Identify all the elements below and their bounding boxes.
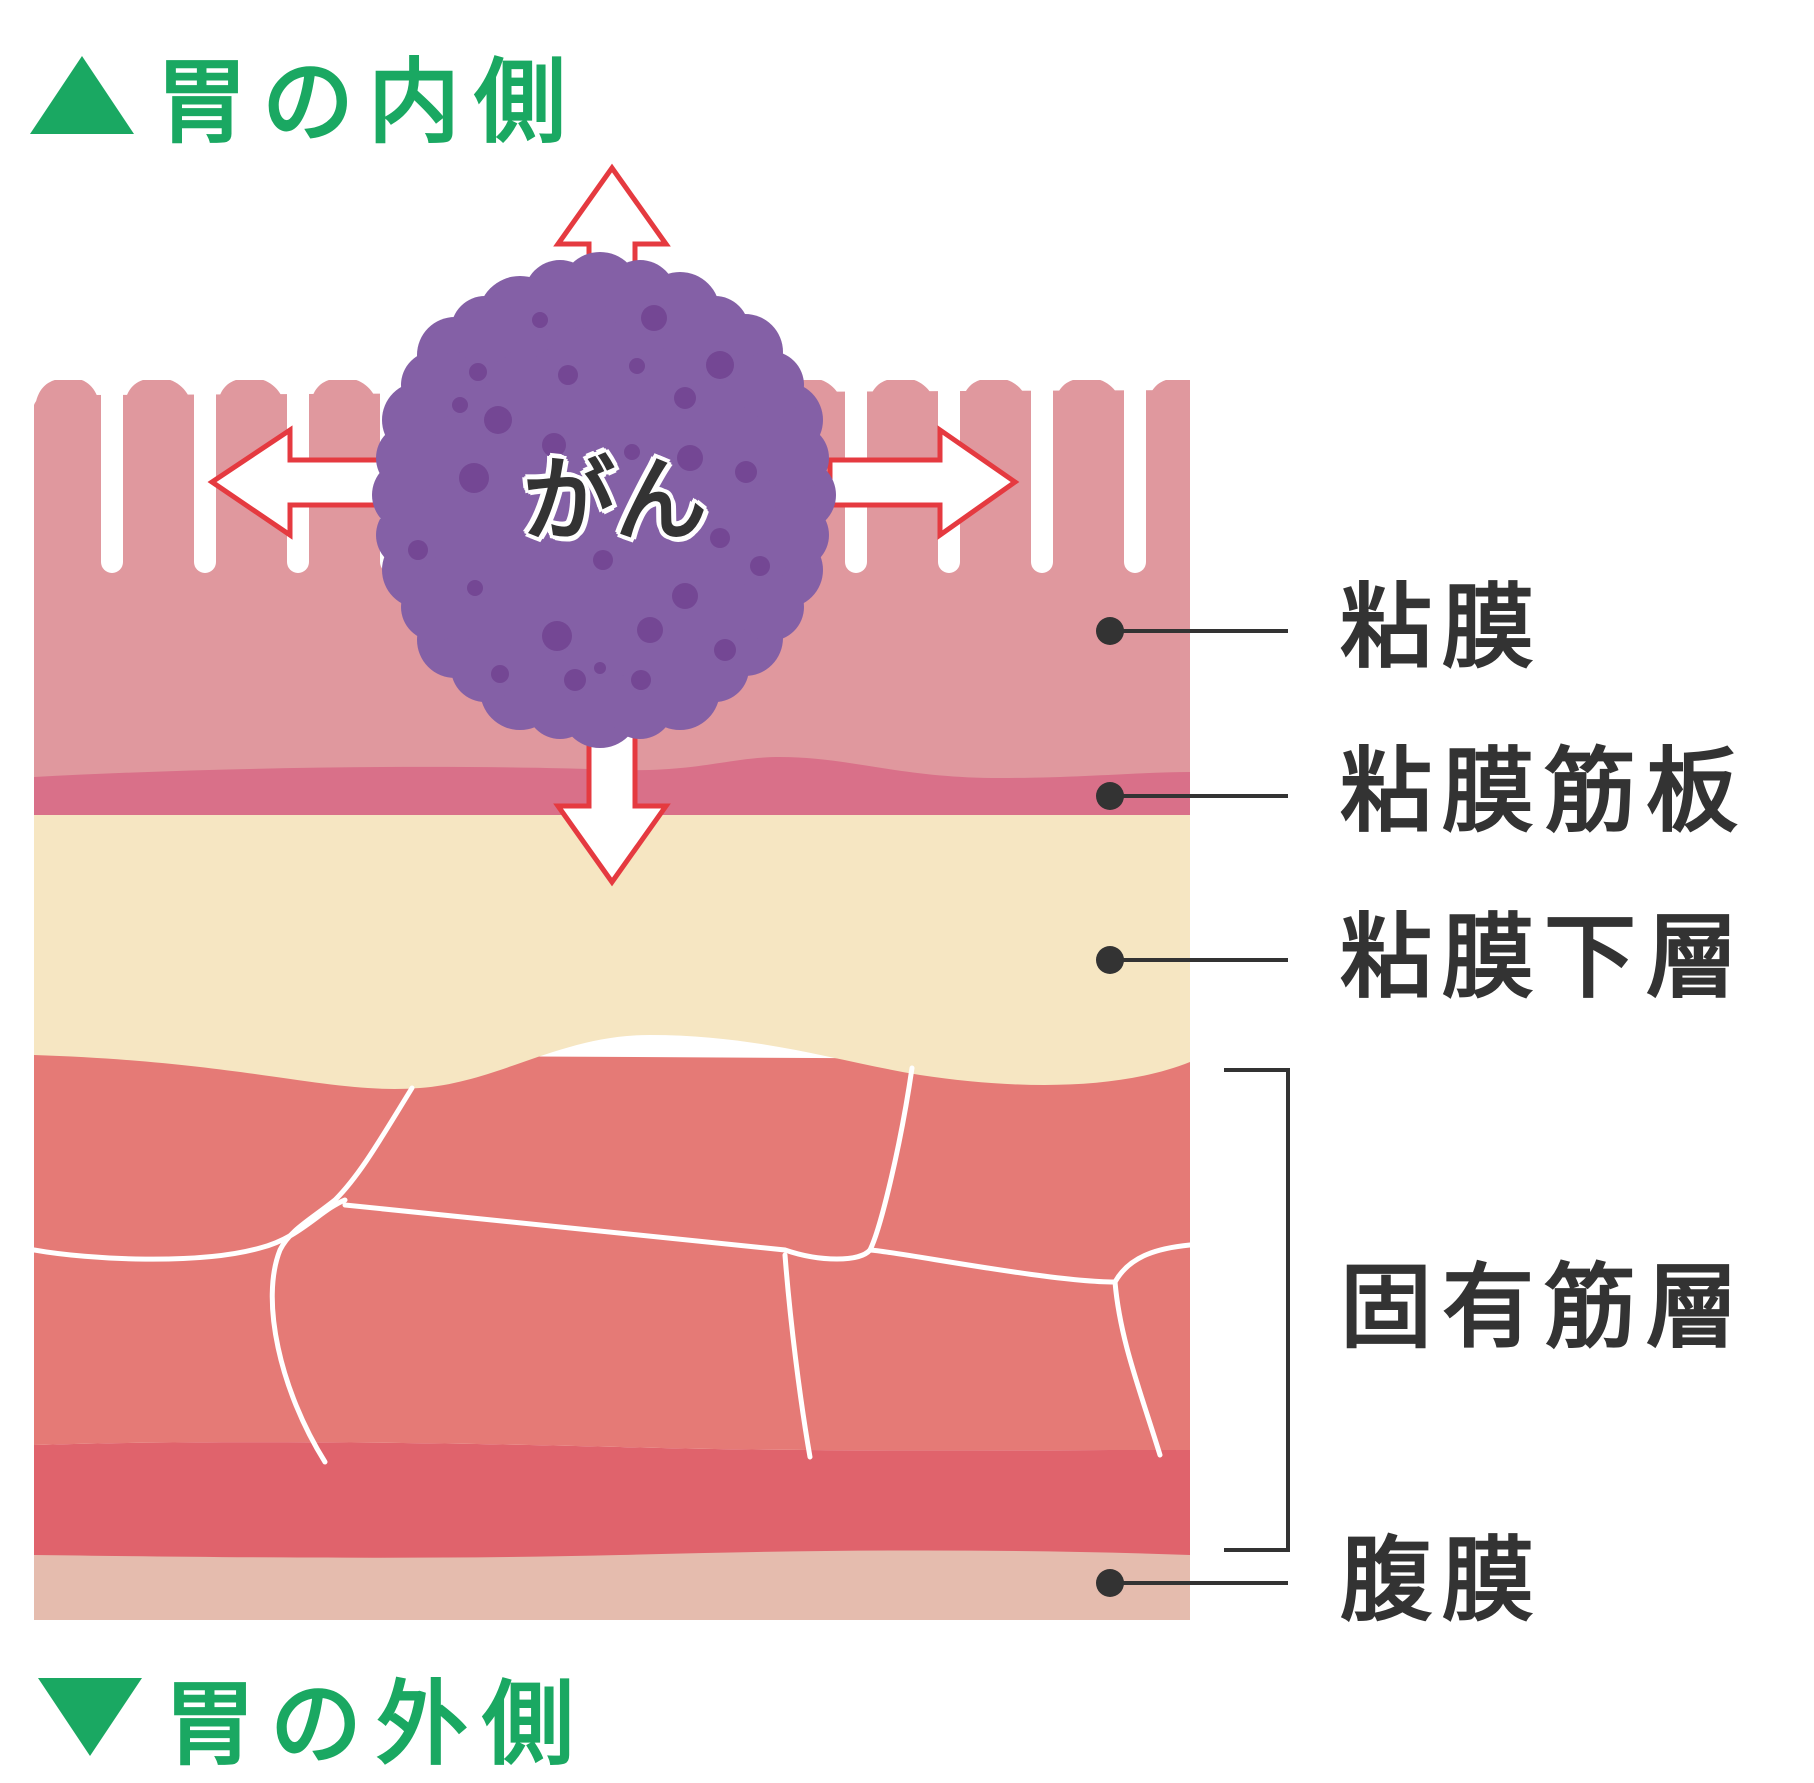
inner-side-label: 胃の内側	[30, 28, 580, 161]
outer-side-text: 胃の外側	[164, 1671, 589, 1778]
triangle-down-icon	[38, 1677, 142, 1756]
tumor	[372, 252, 836, 748]
muscularis-propria-layer	[34, 1047, 1190, 1451]
spread-arrows	[207, 163, 1020, 887]
submucosa-layer	[34, 812, 1190, 1089]
leader-lines	[1096, 617, 1290, 1597]
arrow-right-icon	[827, 425, 1020, 540]
muscle-cell-outlines	[34, 1065, 1190, 1465]
outer-side-label: 胃の外側	[30, 1650, 588, 1783]
muscularis-propria-bracket	[1224, 1068, 1290, 1552]
triangle-up-icon	[30, 55, 134, 134]
muscularis-mucosae-label: 粘膜筋板	[1340, 738, 1749, 845]
submucosa-label: 粘膜下層	[1340, 904, 1749, 1011]
cancer-label: がん	[522, 447, 707, 554]
serosa-label: 腹膜	[1340, 1527, 1545, 1634]
muscularis-propria-label: 固有筋層	[1340, 1254, 1749, 1361]
tumor-spots	[408, 305, 770, 691]
inner-side-text: 胃の内側	[156, 49, 581, 156]
mucosa-label: 粘膜	[1340, 574, 1545, 681]
muscle-outer-band	[34, 1442, 1190, 1558]
